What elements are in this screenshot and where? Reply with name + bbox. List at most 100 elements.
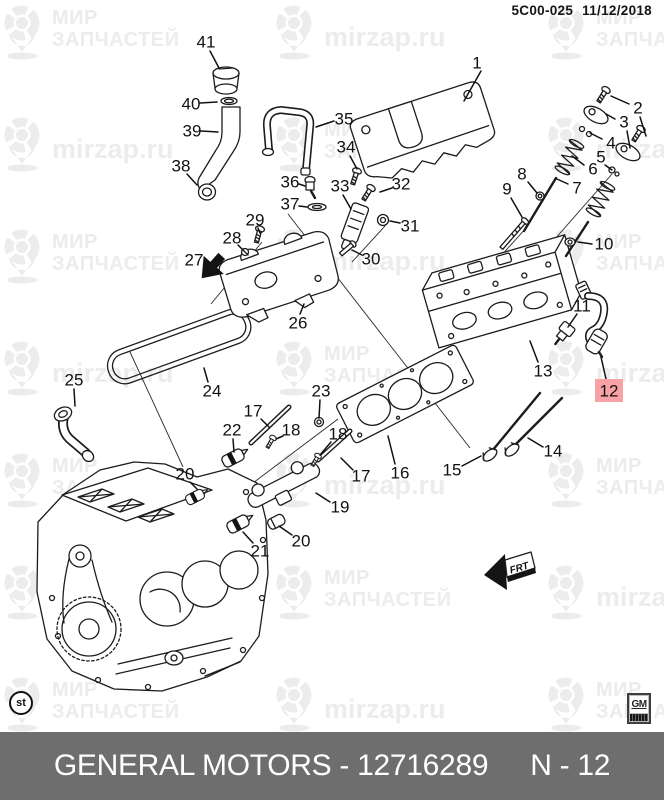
- leader-line: [577, 241, 593, 245]
- part-callout-20[interactable]: 20: [292, 532, 311, 551]
- part-callout-14[interactable]: 14: [544, 442, 563, 461]
- leader-line: [315, 120, 335, 128]
- valve-cover-gasket: [106, 308, 252, 385]
- part-callout-12-selected[interactable]: 12: [600, 382, 619, 401]
- part-callout-35[interactable]: 35: [335, 110, 354, 129]
- part-callout-37[interactable]: 37: [281, 195, 300, 214]
- part-callout-19[interactable]: 19: [331, 498, 350, 517]
- leader-line: [463, 70, 482, 102]
- part-callout-36[interactable]: 36: [281, 173, 300, 192]
- part-callout-11[interactable]: 11: [573, 297, 591, 316]
- part-callout-1[interactable]: 1: [472, 54, 481, 73]
- leader-line: [605, 113, 616, 120]
- leader-line: [257, 227, 261, 234]
- spark-plug: [554, 320, 576, 346]
- footer-bar: GENERAL MOTORS - 12716289 N - 12: [0, 732, 664, 800]
- head-gasket: [336, 344, 474, 444]
- leader-line: [298, 205, 308, 208]
- part-callout-23[interactable]: 23: [312, 382, 331, 401]
- part-callout-25[interactable]: 25: [65, 371, 84, 390]
- part-callout-32[interactable]: 32: [392, 175, 411, 194]
- leader-line: [275, 435, 284, 440]
- leader-line: [237, 244, 244, 251]
- leader-line: [340, 457, 354, 471]
- leader-line: [610, 95, 630, 105]
- doc-code: 5C00-025: [511, 3, 574, 18]
- part-callout-34[interactable]: 34: [337, 138, 356, 157]
- leader-line: [203, 367, 209, 383]
- part-callout-29[interactable]: 29: [246, 211, 265, 230]
- part-callout-27[interactable]: 27: [185, 251, 204, 270]
- leader-line: [209, 50, 220, 69]
- part-callout-24[interactable]: 24: [203, 382, 222, 401]
- part-callout-38[interactable]: 38: [172, 157, 191, 176]
- leader-line: [600, 356, 607, 380]
- highlight-box-12: [595, 379, 623, 402]
- part-callout-39[interactable]: 39: [183, 122, 202, 141]
- leader-line: [571, 155, 585, 166]
- part-callout-30[interactable]: 30: [362, 250, 381, 269]
- leader-line: [639, 116, 647, 137]
- leader-line: [73, 388, 76, 407]
- leader-line: [242, 531, 254, 544]
- leader-line: [529, 340, 539, 363]
- part-callout-3[interactable]: 3: [619, 113, 628, 132]
- part-callout-5[interactable]: 5: [596, 148, 605, 167]
- leader-line: [278, 525, 293, 536]
- leader-line: [319, 441, 332, 456]
- leader-line: [189, 481, 198, 490]
- part-callout-17[interactable]: 17: [244, 402, 263, 421]
- part-callout-21[interactable]: 21: [251, 542, 270, 561]
- leader-line: [604, 164, 613, 171]
- gm-logo-text: GM: [630, 696, 648, 713]
- part-callout-2[interactable]: 2: [633, 99, 642, 118]
- part-callout-8[interactable]: 8: [517, 165, 526, 184]
- part-callout-20[interactable]: 20: [176, 465, 195, 484]
- leader-line: [199, 101, 218, 104]
- gm-logo-strip: [630, 714, 648, 721]
- leader-line: [351, 249, 363, 256]
- nut-31: [376, 213, 390, 227]
- fuel-pipes: [248, 404, 353, 469]
- gm-logo: GM: [627, 693, 651, 724]
- bolt-34: [347, 166, 363, 187]
- part-callout-40[interactable]: 40: [182, 95, 201, 114]
- leader-line: [379, 187, 393, 193]
- part-callout-18[interactable]: 18: [282, 421, 301, 440]
- footer-title: GENERAL MOTORS - 12716289: [53, 749, 489, 782]
- leader-line: [299, 303, 305, 315]
- part-callout-41[interactable]: 41: [197, 33, 216, 52]
- leader-line: [232, 438, 235, 453]
- part-callout-16[interactable]: 16: [391, 464, 410, 483]
- leader-line: [298, 183, 306, 187]
- breather-tube: [53, 406, 95, 463]
- st-badge-label: st: [16, 697, 26, 709]
- doc-date: 11/12/2018: [582, 3, 652, 18]
- leader-line: [260, 418, 270, 428]
- part-callout-9[interactable]: 9: [502, 180, 511, 199]
- part-callout-28[interactable]: 28: [223, 229, 242, 248]
- part-callout-10[interactable]: 10: [595, 235, 614, 254]
- leader-line: [389, 220, 401, 224]
- part-callout-18[interactable]: 18: [329, 425, 348, 444]
- spark-plug-wire: [575, 280, 609, 359]
- leader-line: [589, 132, 603, 140]
- part-callout-26[interactable]: 26: [289, 314, 308, 333]
- doc-header: 5C00-025 11/12/2018: [511, 3, 652, 18]
- leader-line: [527, 437, 544, 448]
- part-callout-6[interactable]: 6: [588, 160, 597, 179]
- part-callout-17[interactable]: 17: [352, 467, 371, 486]
- leader-line: [556, 178, 569, 185]
- part-callout-31[interactable]: 31: [401, 217, 420, 236]
- st-badge: st: [9, 691, 33, 715]
- part-callout-22[interactable]: 22: [223, 421, 242, 440]
- part-callout-4[interactable]: 4: [606, 134, 615, 153]
- leader-line: [567, 313, 578, 328]
- leader-line: [626, 130, 631, 149]
- leader-line: [315, 492, 331, 503]
- part-callout-15[interactable]: 15: [443, 461, 462, 480]
- part-callout-33[interactable]: 33: [331, 177, 350, 196]
- part-callout-7[interactable]: 7: [572, 179, 581, 198]
- part-callout-13[interactable]: 13: [534, 362, 553, 381]
